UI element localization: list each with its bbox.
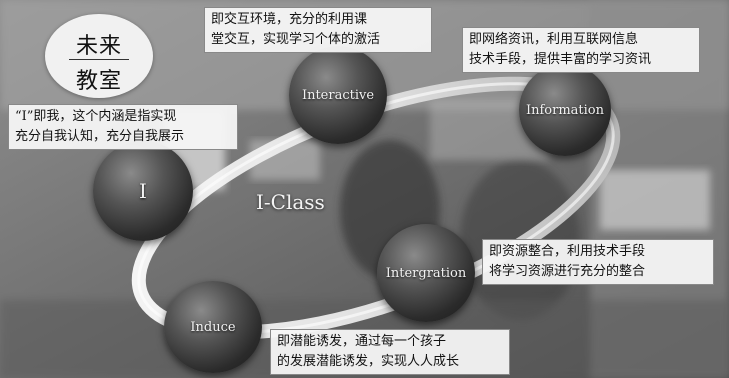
callout-interactive-line1: 即交互环境，充分的利用课 — [211, 12, 368, 27]
node-i-label: I — [139, 179, 147, 203]
node-intergration: Intergration — [377, 224, 475, 322]
callout-intergration: 即资源整合，利用技术手段 将学习资源进行充分的整合 — [482, 239, 714, 285]
callout-interactive: 即交互环境，充分的利用课 堂交互，实现学习个体的激活 — [204, 7, 432, 53]
callout-information-line1: 即网络资讯，利用互联网信息 — [469, 32, 639, 47]
center-title: I-Class — [256, 190, 325, 214]
node-information-label: Information — [525, 102, 605, 118]
logo-badge: 未来 教室 — [45, 14, 153, 98]
callout-i-line2: 充分自我认知，充分自我展示 — [15, 129, 185, 144]
node-induce: Induce — [164, 281, 262, 373]
callout-i-line1: “I”即我，这个内涵是指实现 — [15, 109, 177, 124]
callout-information: 即网络资讯，利用互联网信息 技术手段，提供丰富的学习资讯 — [462, 27, 700, 73]
node-intergration-label: Intergration — [385, 265, 467, 281]
callout-intergration-line2: 将学习资源进行充分的整合 — [489, 264, 646, 279]
node-interactive-label: Interactive — [301, 87, 375, 103]
callout-i: “I”即我，这个内涵是指实现 充分自我认知，充分自我展示 — [8, 104, 238, 150]
callout-induce: 即潜能诱发，通过每一个孩子 的发展潜能诱发，实现人人成长 — [270, 329, 510, 375]
logo-line2: 教室 — [75, 69, 122, 94]
callout-intergration-line1: 即资源整合，利用技术手段 — [489, 244, 646, 259]
node-i: I — [93, 141, 193, 241]
callout-interactive-line2: 堂交互，实现学习个体的激活 — [211, 32, 381, 47]
node-information: Information — [519, 64, 611, 156]
node-interactive: Interactive — [289, 46, 387, 144]
callout-induce-line1: 即潜能诱发，通过每一个孩子 — [277, 334, 447, 349]
logo-divider — [69, 59, 129, 60]
callout-information-line2: 技术手段，提供丰富的学习资讯 — [469, 52, 652, 67]
logo-line1: 未来 — [75, 34, 122, 59]
node-induce-label: Induce — [190, 319, 236, 335]
callout-induce-line2: 的发展潜能诱发，实现人人成长 — [277, 354, 460, 369]
